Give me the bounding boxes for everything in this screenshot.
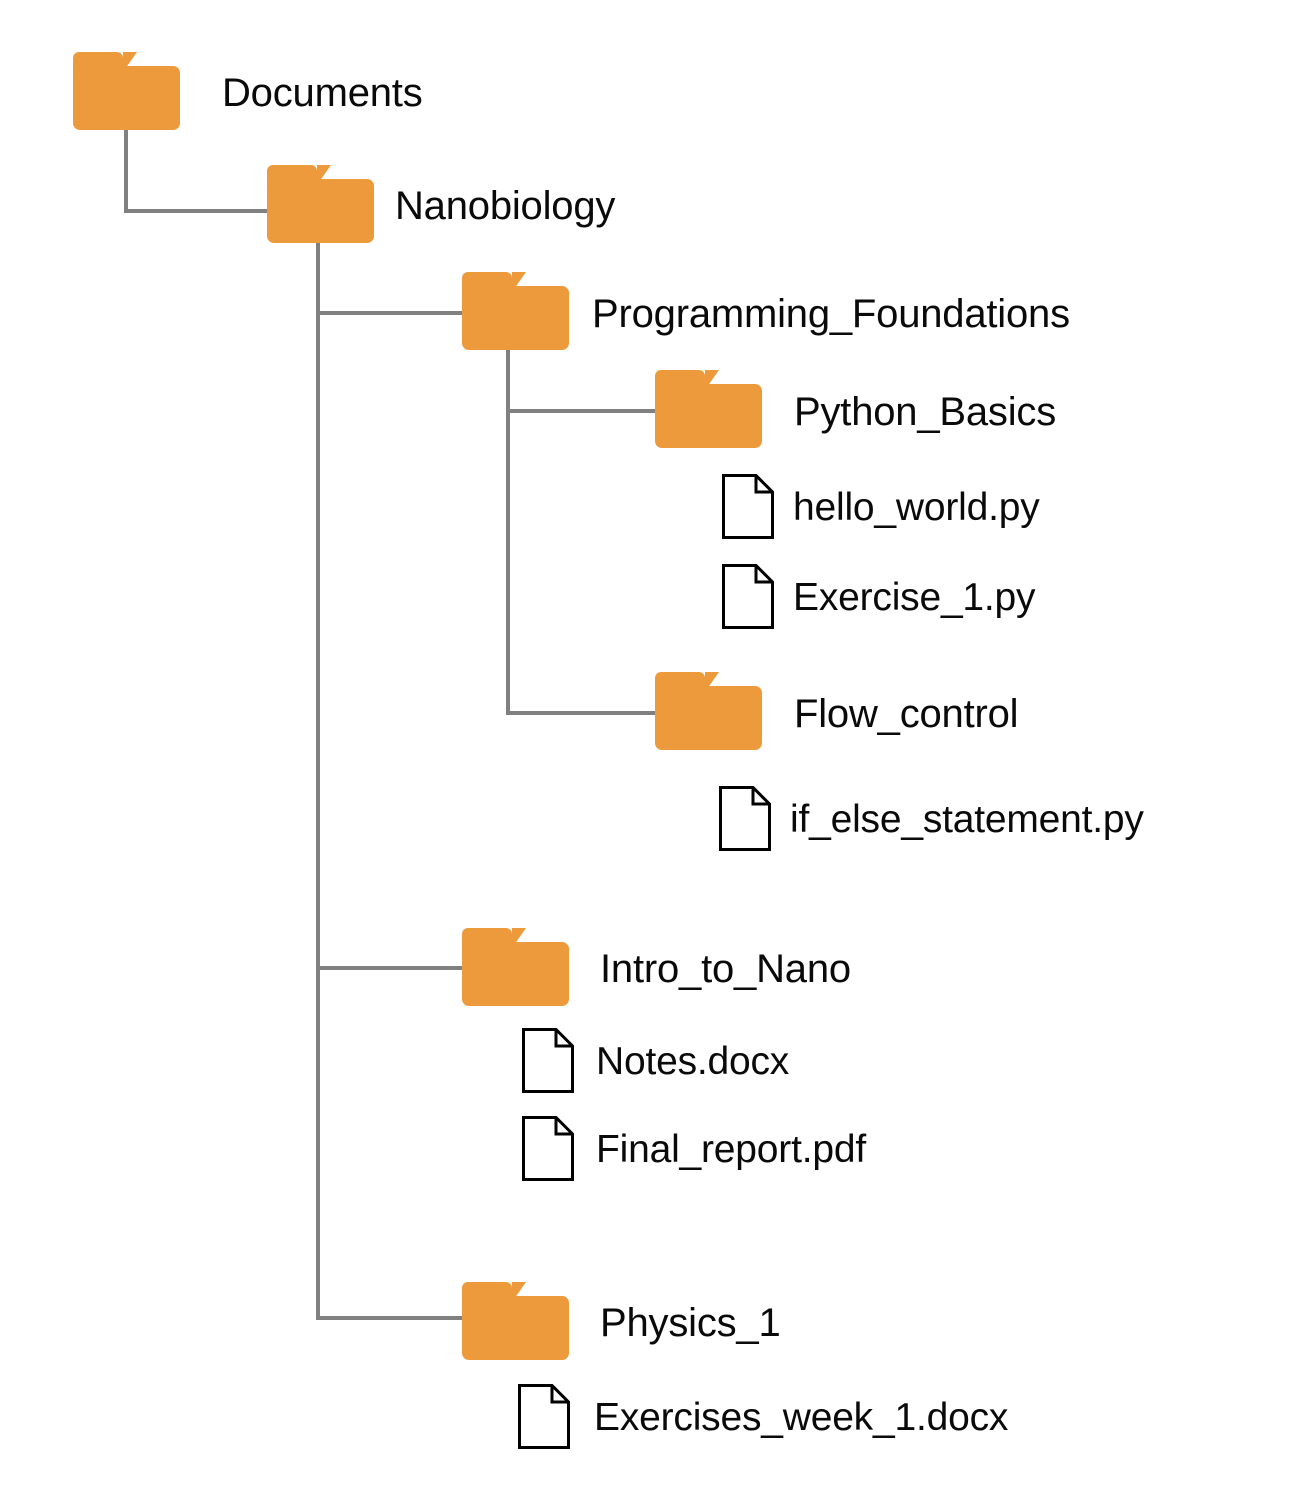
node-label-exercise-1: Exercise_1.py xyxy=(793,576,1036,619)
folder-body xyxy=(73,66,180,130)
node-label-documents: Documents xyxy=(222,71,423,115)
folder-icon-physics-1[interactable] xyxy=(462,1282,569,1360)
connector-programming-foundations-to-flow-control xyxy=(506,711,659,715)
file-icon-exercise-1[interactable] xyxy=(721,563,775,630)
node-label-if-else-statement: if_else_statement.py xyxy=(790,798,1144,841)
node-label-python-basics: Python_Basics xyxy=(794,390,1056,434)
node-label-programming-foundations: Programming_Foundations xyxy=(592,292,1070,336)
folder-icon-documents[interactable] xyxy=(73,52,180,130)
folder-body xyxy=(462,286,569,350)
connector-nanobiology-to-intro-to-nano xyxy=(316,966,466,970)
folder-body xyxy=(267,179,374,243)
node-label-flow-control: Flow_control xyxy=(794,692,1019,736)
folder-icon-programming-foundations[interactable] xyxy=(462,272,569,350)
folder-body xyxy=(655,384,762,448)
folder-body xyxy=(462,1296,569,1360)
folder-body xyxy=(655,686,762,750)
connector-programming-foundations-trunk xyxy=(506,348,510,715)
file-icon-notes[interactable] xyxy=(521,1027,575,1094)
file-icon-hello-world[interactable] xyxy=(721,473,775,540)
folder-body xyxy=(462,942,569,1006)
node-label-exercises-week-1: Exercises_week_1.docx xyxy=(594,1396,1009,1439)
folder-icon-intro-to-nano[interactable] xyxy=(462,928,569,1006)
connector-nanobiology-to-physics-1 xyxy=(316,1316,466,1320)
folder-icon-flow-control[interactable] xyxy=(655,672,762,750)
connector-nanobiology-trunk xyxy=(316,238,320,1320)
folder-icon-nanobiology[interactable] xyxy=(267,165,374,243)
connector-documents-to-nanobiology xyxy=(124,209,271,213)
connector-documents-vertical xyxy=(124,128,128,213)
node-label-nanobiology: Nanobiology xyxy=(395,184,616,228)
file-icon-if-else-statement[interactable] xyxy=(718,785,772,852)
node-label-intro-to-nano: Intro_to_Nano xyxy=(600,947,851,991)
node-label-hello-world: hello_world.py xyxy=(793,486,1040,529)
file-icon-final-report[interactable] xyxy=(521,1115,575,1182)
node-label-final-report: Final_report.pdf xyxy=(596,1128,866,1171)
connector-nanobiology-to-programming-foundations xyxy=(316,311,466,315)
node-label-notes: Notes.docx xyxy=(596,1040,790,1083)
folder-icon-python-basics[interactable] xyxy=(655,370,762,448)
file-icon-exercises-week-1[interactable] xyxy=(517,1383,571,1450)
connector-programming-foundations-to-python-basics xyxy=(506,409,659,413)
node-label-physics-1: Physics_1 xyxy=(600,1301,781,1345)
